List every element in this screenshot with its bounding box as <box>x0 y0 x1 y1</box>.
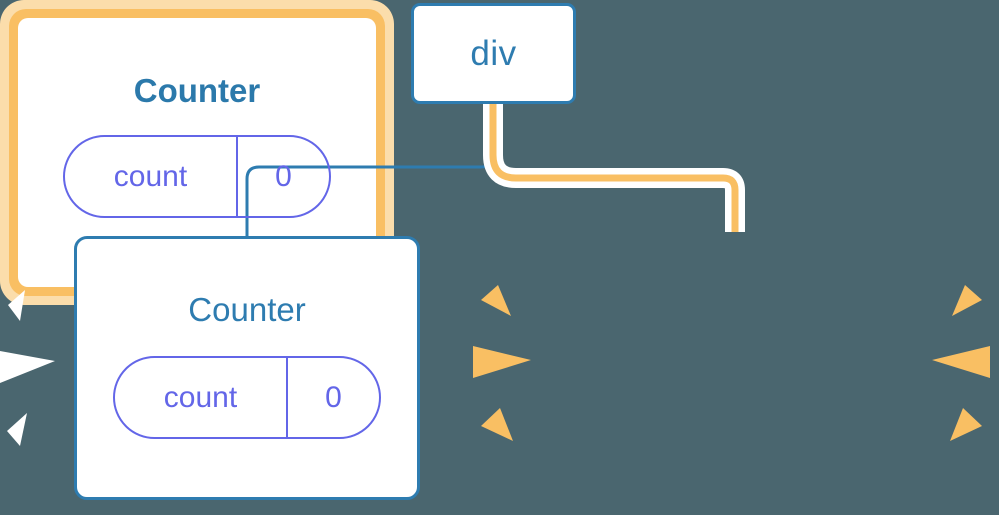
edge-div-to-counter-right <box>489 104 739 232</box>
state-key-right: count <box>65 137 238 216</box>
node-counter-left-label: Counter <box>188 291 306 328</box>
state-pill-right: count 0 <box>63 135 331 218</box>
state-pill-left: count 0 <box>113 356 381 439</box>
state-key-left: count <box>115 358 288 437</box>
spark-burst-center <box>473 285 531 441</box>
spark-ray-middle <box>473 346 531 378</box>
state-value-right: 0 <box>275 159 292 193</box>
state-value-left: 0 <box>325 380 342 414</box>
spark-burst-right <box>932 285 990 441</box>
edge-halo <box>483 104 745 232</box>
node-div[interactable]: div <box>411 3 576 104</box>
spark-ray-lower <box>950 408 982 441</box>
spark-ray-upper <box>8 290 25 321</box>
spark-ray-middle <box>0 351 55 383</box>
spark-ray-upper <box>952 285 982 316</box>
spark-burst-left-outer <box>0 290 55 446</box>
node-counter-right-label: Counter <box>133 72 261 109</box>
node-div-label: div <box>470 34 517 73</box>
spark-ray-lower <box>481 408 513 441</box>
node-counter-left[interactable]: Counter count 0 <box>74 236 420 500</box>
spark-ray-lower <box>7 413 27 446</box>
spark-ray-middle <box>932 346 990 378</box>
spark-ray-upper <box>481 285 511 316</box>
